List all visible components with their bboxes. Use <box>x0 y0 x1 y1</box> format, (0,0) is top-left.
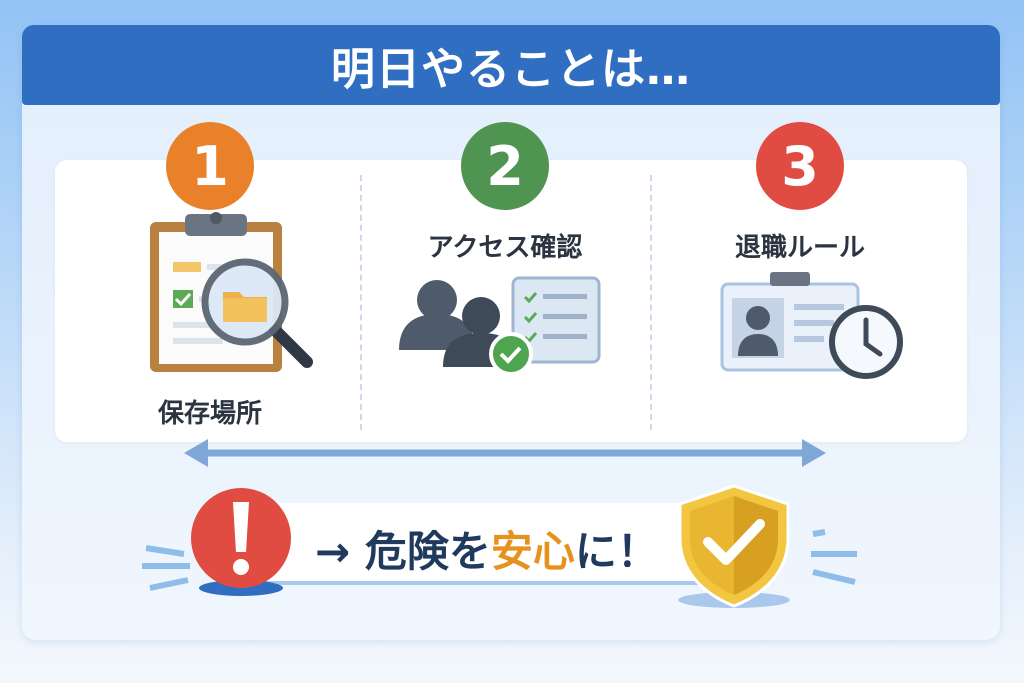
banner-message: → 危険を安心に！ <box>315 518 659 579</box>
step-3-number: 3 <box>756 122 844 210</box>
step-1-number: 1 <box>166 122 254 210</box>
divider <box>360 175 362 430</box>
header-bar: 明日やることは… <box>22 25 1000 105</box>
motion-lines-right <box>811 529 857 585</box>
message-part-1: 危険を <box>364 527 491 576</box>
id-card-clock-icon <box>720 272 903 379</box>
exclamation-icon <box>191 488 291 596</box>
message-highlight: 安心 <box>490 527 575 576</box>
step-1-label: 保存場所 <box>157 399 263 429</box>
motion-lines-left <box>142 545 190 591</box>
users-checklist-icon <box>399 276 601 376</box>
double-arrow-icon <box>184 439 826 467</box>
message-part-2: に！ <box>574 527 659 576</box>
page-title: 明日やることは… <box>331 44 691 95</box>
divider <box>650 175 652 430</box>
message-banner <box>250 503 710 585</box>
shield-check-icon <box>678 484 790 608</box>
step-3-label: 退職ルール <box>734 233 866 263</box>
clipboard-magnifier-icon <box>150 212 313 372</box>
step-2-label: アクセス確認 <box>427 233 583 263</box>
arrow-text: → <box>315 527 351 576</box>
step-2-number: 2 <box>461 122 549 210</box>
